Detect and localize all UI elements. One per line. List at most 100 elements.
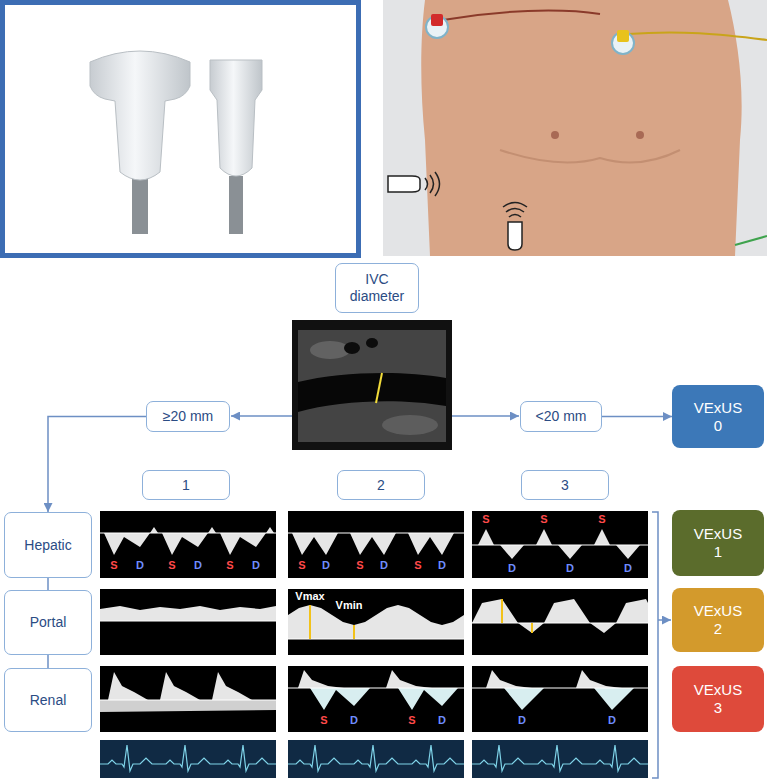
doppler-panel [472,666,648,732]
ecg-wire [443,11,600,20]
ecg-trace [100,745,276,771]
waveform-label: D [438,714,446,726]
panel-ground [288,666,464,732]
panel-ground [288,511,464,578]
doppler-panel [288,666,464,732]
flow-box: <20 mm [520,401,602,432]
bracket [652,512,658,778]
flow-box: 3 [521,470,609,500]
doppler-trace [100,606,276,621]
waveform-label: D [136,559,144,571]
waveform-label: S [482,513,489,525]
waveform-label: S [540,513,547,525]
waveform-label: S [320,714,327,726]
doppler-panel [472,589,648,655]
doppler-trace [472,599,648,633]
flow-box: IVC diameter [335,263,419,313]
probe-icon [508,222,522,250]
waveform-label: Vmax [295,590,324,602]
photo-ground [383,0,767,256]
doppler-panel [100,511,276,578]
liver-tissue [298,330,446,442]
doppler-trace [472,529,648,559]
box-label: IVC diameter [350,271,404,305]
nipple [551,131,559,139]
doppler-trace [310,688,458,710]
hepatic-vein [366,338,378,348]
ecg-clip [617,30,629,42]
flow-box: Hepatic [4,512,92,578]
panel-ground [100,666,276,732]
waveform-label: S [408,714,415,726]
chest-contour [500,150,680,163]
ivc-lumen [298,373,446,412]
connector [47,655,49,668]
flow-box: 2 [337,470,425,500]
baseline [288,639,464,640]
tissue-texture [382,415,438,435]
wave-icon [425,172,440,196]
waveform-label: D [322,559,330,571]
ecg-strip [288,740,464,778]
baseline [100,621,276,622]
probe-icon [388,176,420,192]
waveform-label: D [350,714,358,726]
ecg-ground [472,740,648,778]
doppler-trace [472,670,648,688]
waveform-label: D [624,562,632,574]
waveform-label: D [508,562,516,574]
arrow [231,415,292,417]
velocity-marker [501,599,503,623]
waveform-label: D [518,714,526,726]
baseline [100,700,276,701]
nipple [636,131,644,139]
doppler-trace [100,527,276,555]
baseline [100,533,276,534]
panel-ground [472,511,648,578]
score-box: VExUS 1 [672,510,764,576]
waveform-label: D [566,562,574,574]
box-label: VExUS 2 [694,602,742,638]
panel-ground [288,589,464,655]
connector [47,578,49,590]
doppler-panel [288,511,464,578]
baseline [472,623,648,624]
probe-cable [132,178,148,234]
ecg-ground [100,740,276,778]
waveform-label: S [356,559,363,571]
velocity-marker [531,623,533,633]
phased-probe [210,60,262,176]
ecg-clip [431,14,443,26]
waveform-label: S [110,559,117,571]
box-label: 2 [377,477,385,494]
box-label: Portal [30,614,67,631]
baseline [472,545,648,546]
box-label: VExUS 3 [694,681,742,717]
hepatic-vein [344,342,360,354]
ecg-wire [628,32,767,40]
waveform-label: D [608,714,616,726]
box-label: ≥20 mm [163,408,213,425]
waveform-label: Vmin [336,599,363,611]
tissue-texture [310,341,350,359]
doppler-trace [100,672,276,700]
score-box: VExUS 2 [672,588,764,652]
connector [602,416,672,418]
ecg-trace [472,745,648,771]
convex-probe [90,51,190,180]
velocity-marker [309,605,311,639]
ecg-ground [288,740,464,778]
ecg-trace [288,745,464,771]
baseline [472,688,648,689]
box-label: Renal [30,692,67,709]
box-label: <20 mm [536,408,587,425]
probe-panel [3,3,359,256]
ultrasound-image [292,320,452,450]
waveform-label: S [226,559,233,571]
arrow [452,415,519,417]
panel-ground [100,511,276,578]
waveform-label: D [438,559,446,571]
doppler-trace [288,670,464,688]
doppler-panel [100,589,276,655]
waveform-label: D [194,559,202,571]
